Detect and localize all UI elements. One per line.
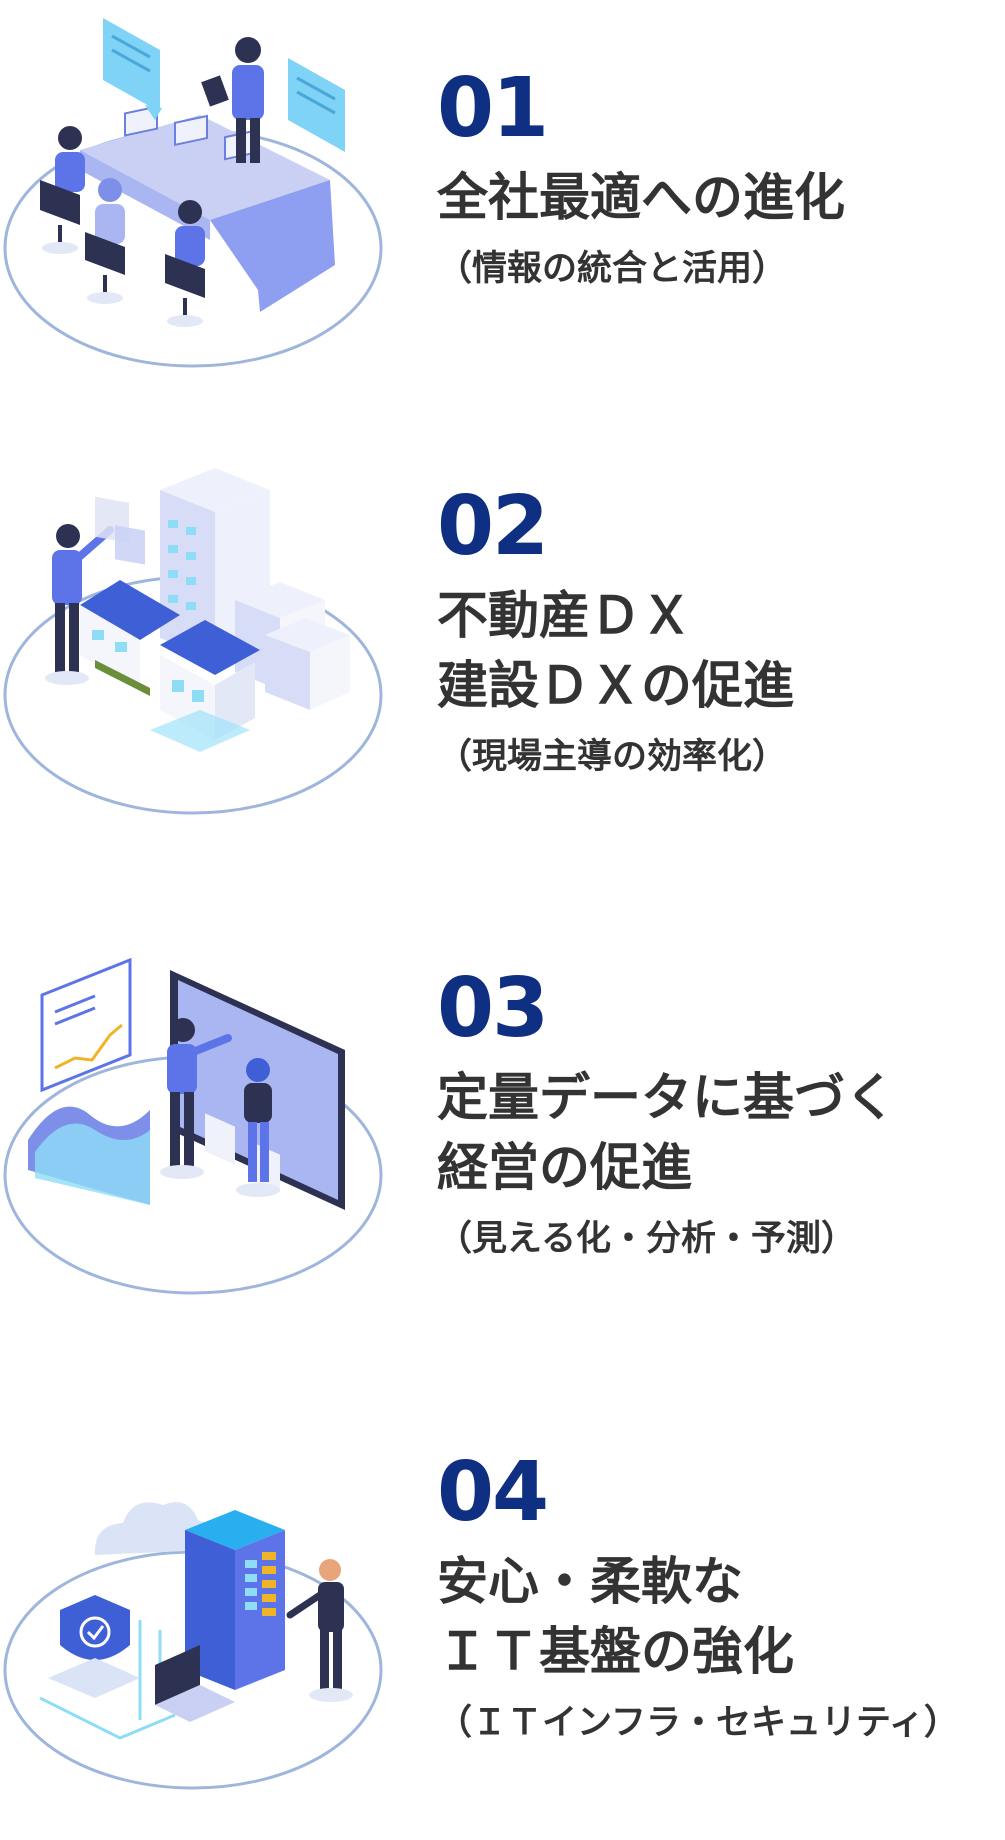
feature-subtitle: （ＩＴインフラ・セキュリティ） xyxy=(437,1703,959,1743)
feature-subtitle: （現場主導の効率化） xyxy=(437,737,788,777)
feature-section-03: 03 定量データに基づく 経営の促進 （見える化・分析・予測） xyxy=(0,940,1005,1360)
feature-number: 04 xyxy=(437,1445,549,1540)
feature-title-line: 不動産ＤＸ xyxy=(437,587,693,646)
server-security-icon xyxy=(3,1502,383,1790)
feature-title-line: 経営の促進 xyxy=(437,1139,693,1198)
team-office-icon xyxy=(3,18,383,368)
data-analytics-icon xyxy=(3,957,383,1295)
feature-text-03: 03 定量データに基づく 経営の促進 （見える化・分析・予測） xyxy=(437,964,896,1264)
feature-title-line: 全社最適への進化 xyxy=(437,169,846,228)
feature-title-line: 安心・柔軟な xyxy=(437,1553,744,1612)
feature-title-line: 定量データに基づく xyxy=(437,1069,897,1128)
feature-text-04: 04 安心・柔軟な ＩＴ基盤の強化 （ＩＴインフラ・セキュリティ） xyxy=(437,1448,959,1748)
feature-title-line: ＩＴ基盤の強化 xyxy=(437,1623,795,1682)
feature-number: 03 xyxy=(437,961,549,1056)
feature-section-02: 02 不動産ＤＸ 建設ＤＸの促進 （現場主導の効率化） xyxy=(0,440,1005,860)
feature-number: 01 xyxy=(437,61,549,156)
feature-text-01: 01 全社最適への進化 （情報の統合と活用） xyxy=(437,64,845,294)
city-buildings-icon xyxy=(3,468,383,815)
feature-subtitle: （見える化・分析・予測） xyxy=(437,1219,856,1259)
feature-section-01: 01 全社最適への進化 （情報の統合と活用） xyxy=(0,0,1005,400)
feature-section-04: 04 安心・柔軟な ＩＴ基盤の強化 （ＩＴインフラ・セキュリティ） xyxy=(0,1420,1005,1825)
feature-subtitle: （情報の統合と活用） xyxy=(437,249,788,289)
feature-number: 02 xyxy=(437,479,549,574)
feature-text-02: 02 不動産ＤＸ 建設ＤＸの促進 （現場主導の効率化） xyxy=(437,482,794,782)
feature-title-line: 建設ＤＸの促進 xyxy=(437,657,795,716)
